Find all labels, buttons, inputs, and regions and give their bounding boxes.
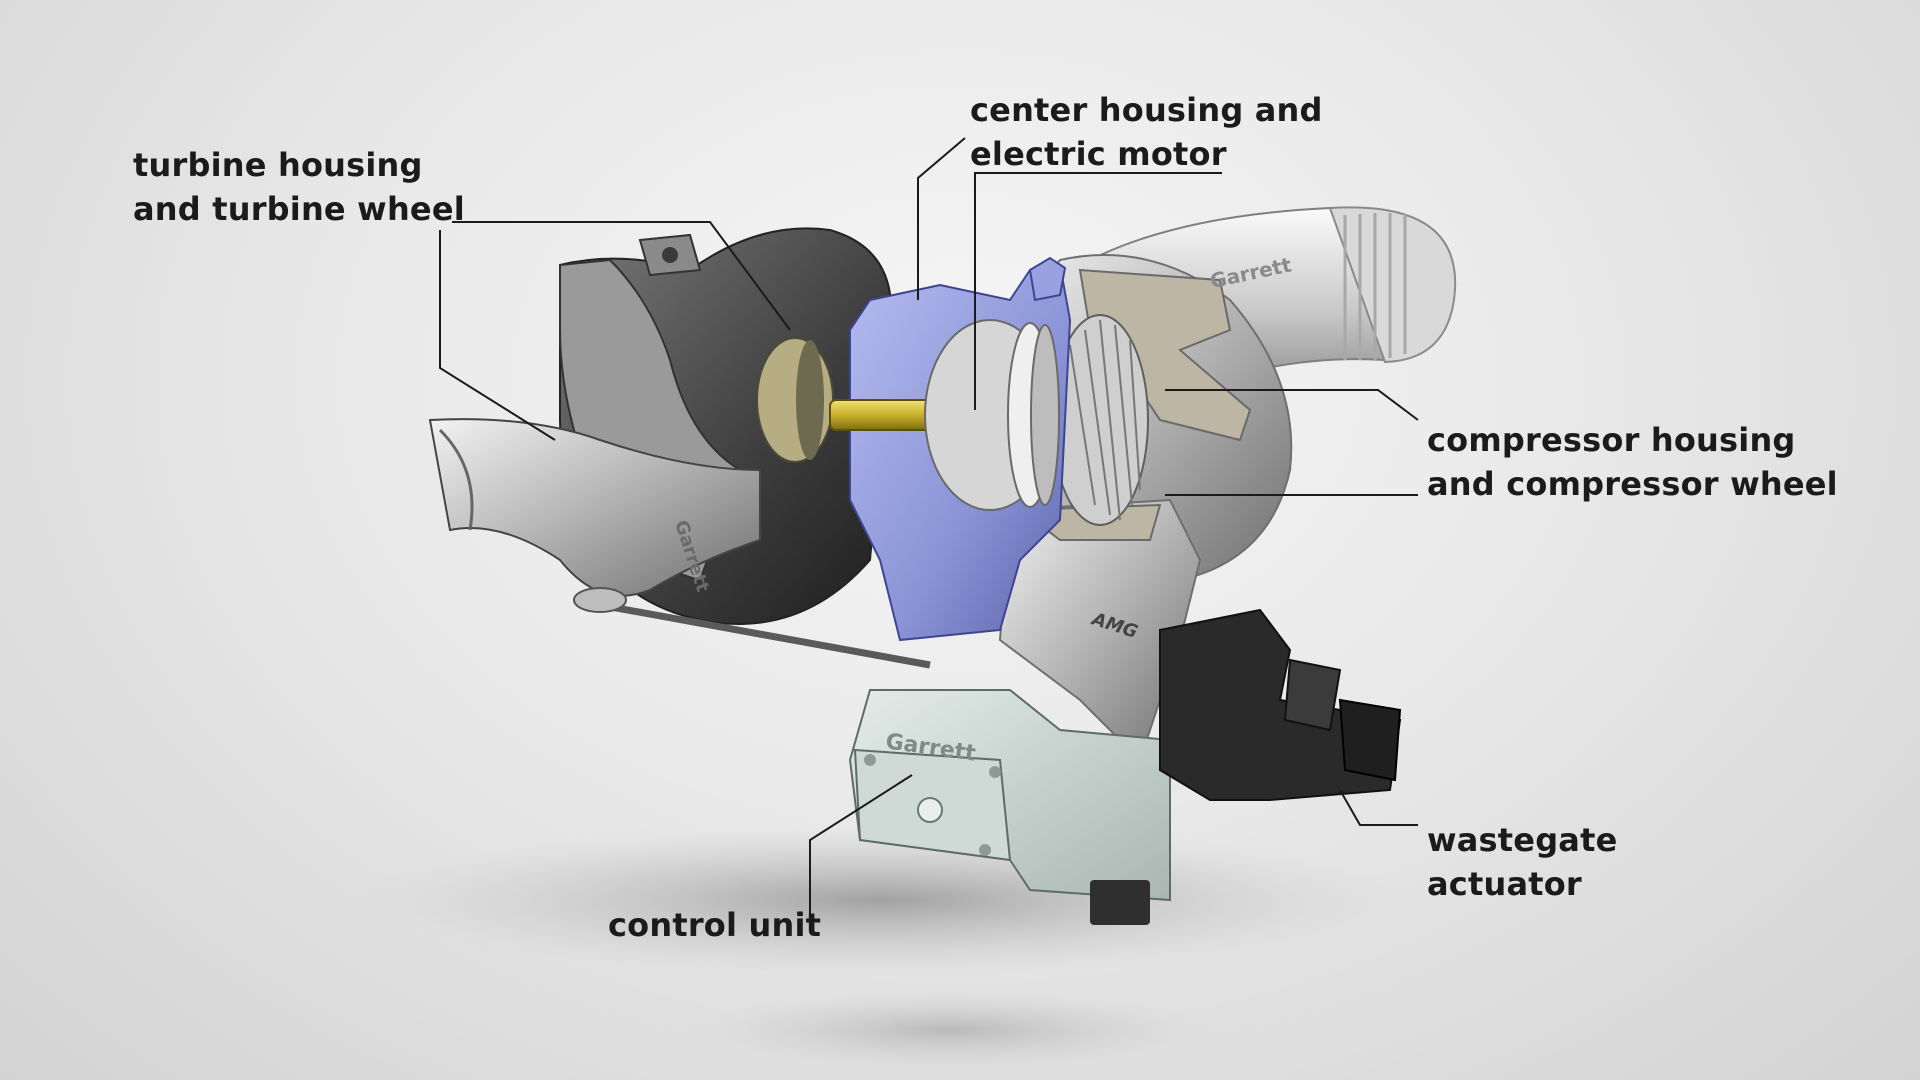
label-turbine-line-1: turbine housing [133,146,423,184]
leader-center-2 [974,172,1222,410]
leader-turbine-1 [452,221,791,331]
turbine-wheel [756,337,834,463]
leader-turbine-2 [439,230,556,441]
control-unit [848,689,1171,925]
label-compressor-line-1: compressor housing [1427,421,1796,459]
label-turbine-line-2: and turbine wheel [133,190,465,228]
label-control-unit: control unit [608,903,821,947]
leader-wastegate [1339,789,1418,826]
label-wastegate-line-1: wastegate [1427,821,1618,859]
turbine-housing [428,227,893,625]
label-wastegate-line-2: actuator [1427,865,1582,903]
wastegate-linkage [573,587,931,669]
floor-shadow-2 [690,990,1210,1070]
label-control-line-1: control unit [608,906,822,944]
wastegate-actuator [1159,608,1402,801]
label-center-line-1: center housing and [970,91,1323,129]
compressor-wheel [1051,314,1149,526]
label-compressor-line-2: and compressor wheel [1427,465,1838,503]
label-compressor-housing: compressor housing and compressor wheel [1427,418,1838,506]
label-turbine-housing: turbine housing and turbine wheel [133,143,465,231]
floor-shadow [360,825,1400,975]
label-center-line-2: electric motor [970,135,1227,173]
label-center-housing: center housing and electric motor [970,88,1323,176]
label-wastegate-actuator: wastegate actuator [1427,818,1618,906]
leader-center-1 [917,137,966,300]
leader-compressor-1 [1165,389,1419,421]
electric-motor [924,319,1060,511]
leader-control [809,774,913,920]
